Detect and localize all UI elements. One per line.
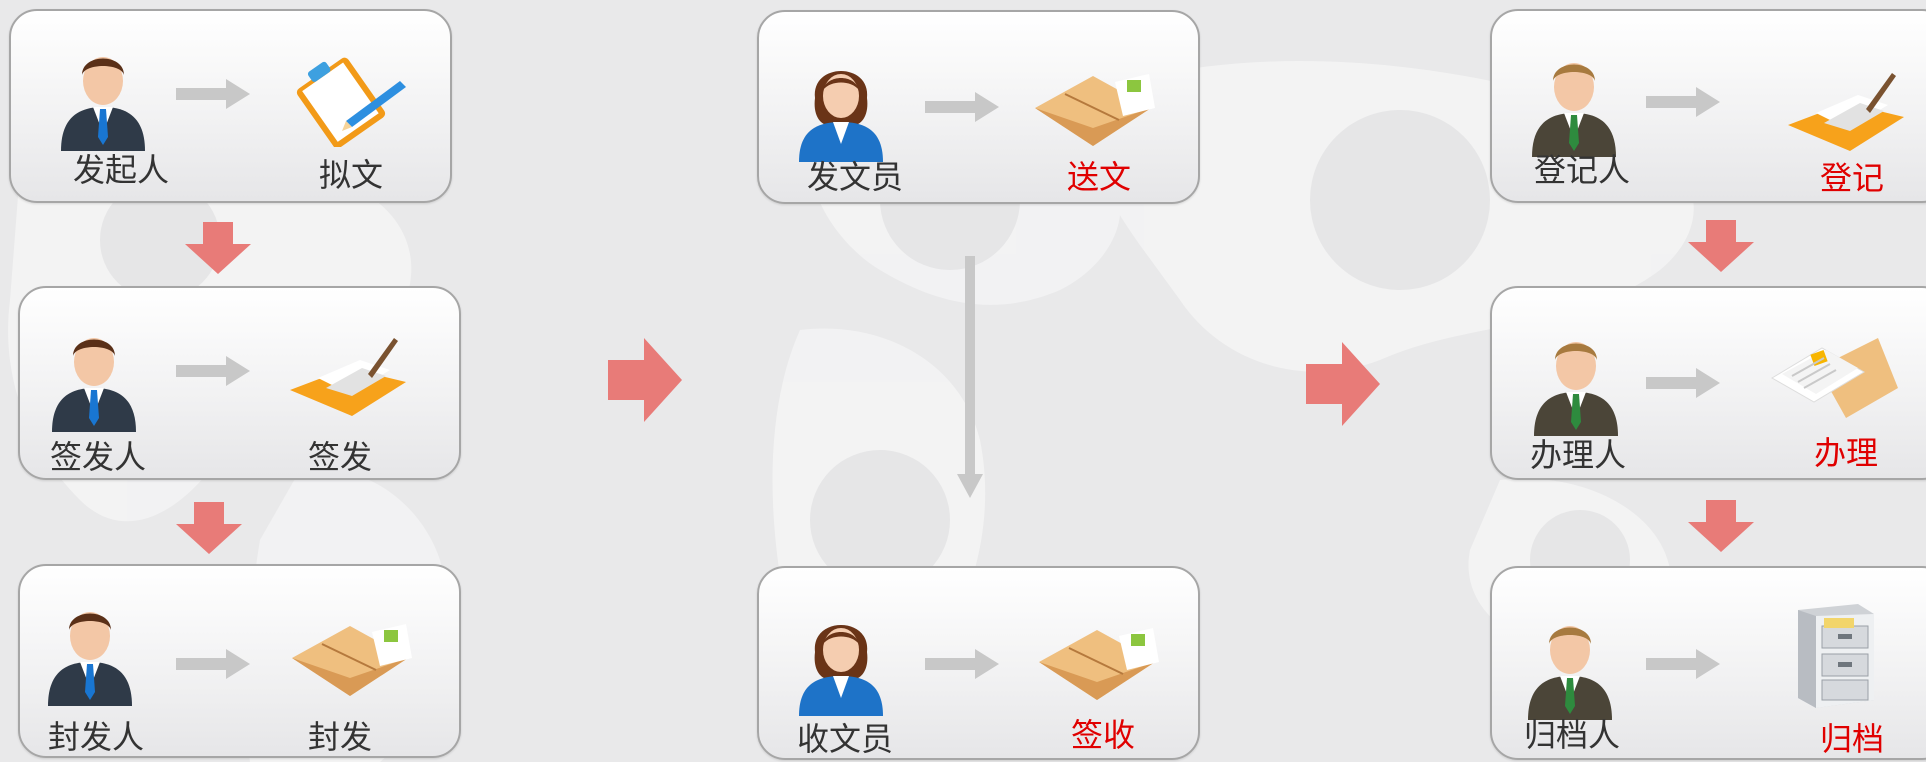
actor-label: 登记人 xyxy=(1533,151,1630,189)
step-card-archive: 归档人 归档 xyxy=(1490,566,1926,760)
gray-right-arrow-icon xyxy=(176,649,250,679)
actor-label: 办理人 xyxy=(1529,436,1626,474)
gray-right-arrow-icon xyxy=(1646,368,1720,398)
man-blue-tie-icon xyxy=(61,57,145,151)
envelope-icon xyxy=(1039,628,1159,700)
step-card-draft: 发起人 拟文 xyxy=(9,9,452,203)
action-label: 签发 xyxy=(307,438,372,476)
action-label: 签收 xyxy=(1070,716,1135,754)
gray-right-arrow-icon xyxy=(1646,87,1720,117)
gray-right-arrow-icon xyxy=(176,356,250,386)
man-green-tie-icon xyxy=(1528,626,1612,720)
envelope-icon xyxy=(292,624,412,696)
step-card-seal: 封发人 封发 xyxy=(18,564,461,758)
gray-down-arrow-icon xyxy=(957,256,983,498)
actor-label: 封发人 xyxy=(47,718,144,756)
step-card-register: 登记人 登记 xyxy=(1490,9,1926,203)
flow-right-arrow-icon xyxy=(1306,342,1380,426)
sign-document-icon xyxy=(1788,73,1904,151)
man-green-tie-icon xyxy=(1532,63,1616,157)
action-label: 登记 xyxy=(1819,159,1884,197)
step-card-send: 发文员 送文 xyxy=(757,10,1200,204)
action-label: 送文 xyxy=(1066,158,1131,196)
gray-right-arrow-icon xyxy=(1646,649,1720,679)
documents-folder-icon xyxy=(1771,338,1898,418)
action-label: 归档 xyxy=(1819,720,1884,758)
action-label: 封发 xyxy=(307,718,372,756)
sign-document-icon xyxy=(290,338,406,416)
action-label: 拟文 xyxy=(318,156,383,194)
man-blue-tie-icon xyxy=(52,338,136,432)
step-card-receive: 收文员 签收 xyxy=(757,566,1200,760)
flow-right-arrow-icon xyxy=(608,338,682,422)
gray-right-arrow-icon xyxy=(925,649,999,679)
step-card-handle: 办理人 办理 xyxy=(1490,286,1926,480)
clipboard-pen-icon xyxy=(296,57,406,147)
gray-right-arrow-icon xyxy=(925,92,999,122)
file-cabinet-icon xyxy=(1798,604,1874,708)
woman-clerk-icon xyxy=(799,625,883,716)
flow-down-arrow-icon xyxy=(185,222,251,274)
actor-label: 归档人 xyxy=(1523,716,1620,754)
flow-down-arrow-icon xyxy=(176,502,242,554)
actor-label: 签发人 xyxy=(49,438,146,476)
flow-down-arrow-icon xyxy=(1688,500,1754,552)
envelope-icon xyxy=(1035,74,1155,146)
flow-down-arrow-icon xyxy=(1688,220,1754,272)
actor-label: 发文员 xyxy=(806,158,903,196)
actor-label: 发起人 xyxy=(72,151,169,189)
actor-label: 收文员 xyxy=(796,720,893,758)
woman-clerk-icon xyxy=(799,71,883,162)
gray-right-arrow-icon xyxy=(176,79,250,109)
man-green-tie-icon xyxy=(1534,342,1618,436)
step-card-approve: 签发人 签发 xyxy=(18,286,461,480)
action-label: 办理 xyxy=(1813,434,1878,472)
man-blue-tie-icon xyxy=(48,612,132,706)
